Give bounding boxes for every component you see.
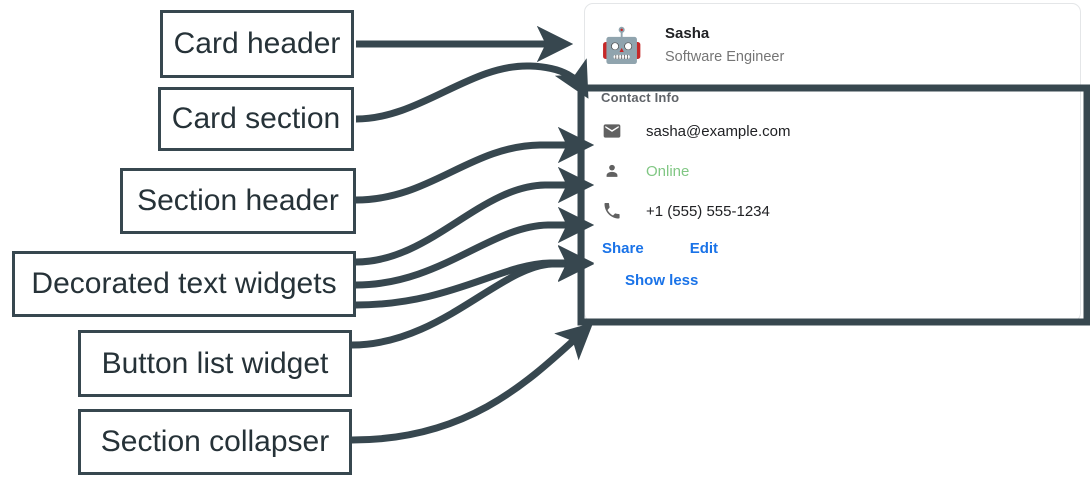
- arrow-button-list: [351, 245, 595, 349]
- callout-section-header-label: Section header: [137, 184, 339, 217]
- decorated-text-label-status: Online: [646, 162, 690, 180]
- decorated-text-row-email: sasha@example.com: [601, 111, 1080, 151]
- decorated-text-row-status: Online: [601, 151, 1080, 191]
- callout-button-list-widget: Button list widget: [78, 330, 352, 397]
- card-header-title: Sasha: [665, 25, 710, 43]
- callout-decorated-text-widgets: Decorated text widgets: [12, 251, 356, 317]
- callout-section-collapser-label: Section collapser: [100, 425, 330, 458]
- callout-card-header-label: Card header: [173, 27, 341, 60]
- decorated-text-row-phone: +1 (555) 555-1234: [601, 191, 1080, 231]
- callout-card-header: Card header: [160, 10, 354, 78]
- card-section: Contact Info sasha@example.com: [585, 74, 1080, 295]
- robot-avatar-icon: 🤖: [601, 25, 643, 67]
- arrow-decorated-2: [355, 206, 595, 289]
- section-collapser: Show less: [625, 265, 1080, 295]
- card-header: 🤖 Sasha Software Engineer: [585, 4, 1080, 74]
- button-list-widget: Share Edit: [602, 231, 1080, 265]
- phone-icon: [601, 200, 623, 222]
- show-less-button[interactable]: Show less: [625, 271, 699, 289]
- callout-section-header: Section header: [120, 168, 356, 234]
- edit-button[interactable]: Edit: [689, 239, 719, 257]
- callout-button-list-widget-label: Button list widget: [101, 346, 329, 380]
- arrow-section-header: [355, 126, 595, 204]
- callout-section-collapser: Section collapser: [78, 409, 352, 475]
- person-icon: [601, 160, 623, 182]
- callout-decorated-text-widgets-label: Decorated text widgets: [31, 267, 337, 300]
- decorated-text-label-email: sasha@example.com: [646, 122, 791, 140]
- arrow-card-section: [355, 58, 589, 123]
- card-header-subtitle: Software Engineer: [665, 48, 785, 65]
- arrow-decorated-1: [355, 166, 595, 266]
- card-header-text: Sasha Software Engineer: [665, 24, 784, 67]
- share-button[interactable]: Share: [602, 239, 644, 257]
- arrow-section-collapser: [351, 322, 594, 444]
- card-section-outline: [577, 84, 1090, 326]
- callout-card-section-label: Card section: [171, 102, 341, 135]
- email-icon: [601, 120, 623, 142]
- profile-card: 🤖 Sasha Software Engineer Contact Info s…: [584, 3, 1081, 322]
- section-header-contact-info: Contact Info: [601, 90, 680, 105]
- decorated-text-label-phone: +1 (555) 555-1234: [646, 202, 770, 220]
- avatar-glyph: 🤖: [600, 27, 644, 65]
- callout-card-section: Card section: [158, 87, 354, 151]
